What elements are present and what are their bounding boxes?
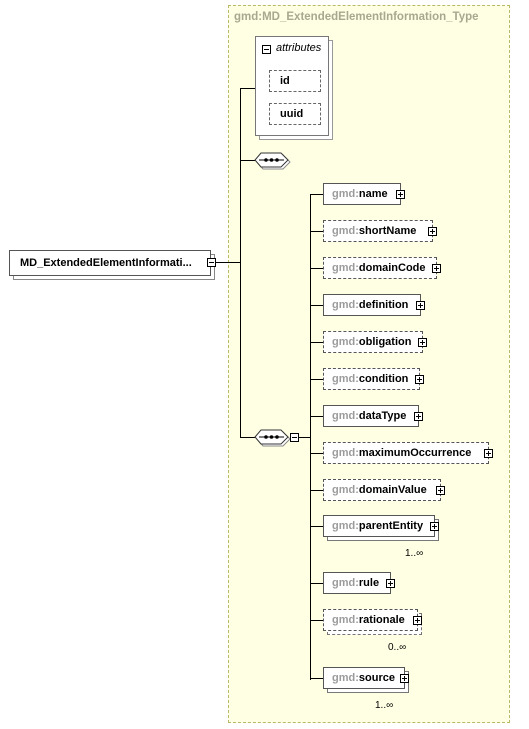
connector-line [216,262,241,263]
multiplicity-label: 0..∞ [388,642,407,653]
element-rationale[interactable]: gmd:rationale [323,609,418,631]
element-obligation[interactable]: gmd:obligation [323,331,423,353]
element-definition[interactable]: gmd:definition [323,294,421,316]
element-name: rule [358,577,380,589]
expand-icon[interactable] [415,375,424,384]
element-namespace: gmd: [332,614,359,626]
expand-icon[interactable] [413,616,422,625]
element-name: dataType [358,410,407,422]
connector-line [310,583,323,584]
expand-icon[interactable] [418,338,427,347]
element-source[interactable]: gmd:source [323,667,405,689]
multiplicity-label: 1..∞ [405,548,424,559]
element-namespace: gmd: [332,336,359,348]
expand-icon[interactable] [414,412,423,421]
collapse-root-icon[interactable] [207,258,216,267]
element-rule[interactable]: gmd:rule [323,572,391,594]
expand-icon[interactable] [416,301,425,310]
connector-line [240,160,256,161]
element-namespace: gmd: [332,410,359,422]
collapse-sequence-icon[interactable] [290,433,299,442]
connector-line [310,490,323,491]
element-condition[interactable]: gmd:condition [323,368,420,390]
sequence-compositor-icon[interactable] [254,425,294,451]
connector-line [310,453,323,454]
attribute-uuid[interactable]: uuid [269,103,321,125]
connector-line [299,437,311,438]
connector-line [240,88,256,89]
element-name[interactable]: gmd:name [323,183,401,205]
element-parentEntity[interactable]: gmd:parentEntity [323,515,435,537]
connector-line [310,416,323,417]
multiplicity-label: 1..∞ [375,700,394,711]
connector-line [310,194,323,195]
element-dataType[interactable]: gmd:dataType [323,405,419,427]
sequence-compositor-icon[interactable] [254,148,294,174]
expand-icon[interactable] [484,449,493,458]
connector-line [310,379,323,380]
element-namespace: gmd: [332,577,359,589]
element-domainValue[interactable]: gmd:domainValue [323,479,441,501]
element-name: definition [358,299,409,311]
connector-line [310,620,323,621]
expand-icon[interactable] [386,579,395,588]
element-name: maximumOccurrence [358,447,472,459]
element-name: rationale [358,614,405,626]
connector-line [240,437,256,438]
expand-icon[interactable] [432,264,441,273]
element-namespace: gmd: [332,262,359,274]
expand-icon[interactable] [436,486,445,495]
expand-icon[interactable] [428,227,437,236]
root-element[interactable]: MD_ExtendedElementInformati... [9,250,211,276]
connector-line [310,305,323,306]
element-namespace: gmd: [332,520,359,532]
element-name: name [358,188,388,200]
element-namespace: gmd: [332,373,359,385]
element-namespace: gmd: [332,188,359,200]
element-name: condition [358,373,409,385]
element-name: obligation [358,336,412,348]
attributes-label: attributes [276,42,322,54]
connector-line [310,268,323,269]
element-name: shortName [358,225,417,237]
connector-line [240,88,241,438]
element-name: source [358,672,395,684]
connector-line [310,678,323,679]
element-namespace: gmd: [332,225,359,237]
element-name: domainValue [358,484,427,496]
collapse-attributes-icon[interactable] [262,45,271,54]
element-domainCode[interactable]: gmd:domainCode [323,257,437,279]
complex-type-title: gmd:MD_ExtendedElementInformation_Type [234,11,479,23]
element-namespace: gmd: [332,484,359,496]
expand-icon[interactable] [430,522,439,531]
connector-line [310,342,323,343]
element-namespace: gmd: [332,299,359,311]
attribute-id[interactable]: id [269,70,321,92]
element-namespace: gmd: [332,447,359,459]
expand-icon[interactable] [400,674,409,683]
element-name: parentEntity [358,520,424,532]
element-name: domainCode [358,262,426,274]
element-namespace: gmd: [332,672,359,684]
connector-line [310,231,323,232]
expand-icon[interactable] [396,190,405,199]
element-maximumOccurrence[interactable]: gmd:maximumOccurrence [323,442,489,464]
connector-line [310,526,323,527]
connector-line [310,194,311,680]
element-shortName[interactable]: gmd:shortName [323,220,433,242]
